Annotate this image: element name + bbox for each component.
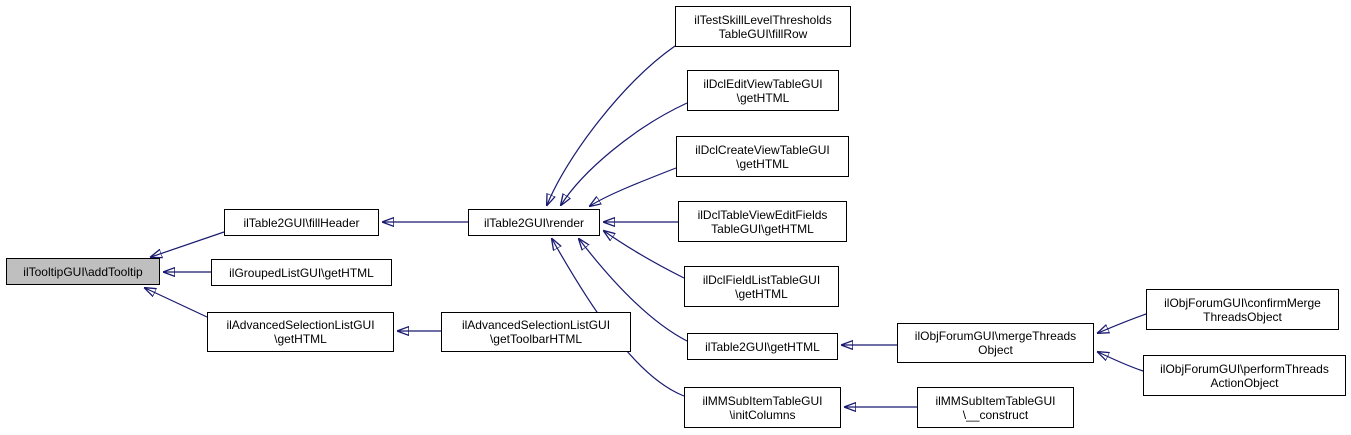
edge-performthreads-mergethreads (1098, 352, 1144, 372)
node-ilobjforumgui-performthreadsactionobject[interactable]: ilObjForumGUI\performThreads ActionObjec… (1143, 355, 1346, 396)
edge-table2gethtml-render (579, 239, 688, 342)
edge-dclfieldlist-render (604, 231, 685, 279)
node-ilmmsubitemtablegui-construct[interactable]: ilMMSubItemTableGUI \__construct (917, 387, 1074, 428)
node-iltable2gui-gethtml[interactable]: ilTable2GUI\getHTML (687, 333, 838, 360)
node-iltooltipgui-addtooltip: ilTooltipGUI\addTooltip (6, 258, 160, 285)
node-iladvancedselectionlistgui-gettoolbarhtml[interactable]: ilAdvancedSelectionListGUI \getToolbarHT… (441, 312, 631, 352)
node-ildcltablevieweditfieldstablegui-gethtml[interactable]: ilDclTableViewEditFields TableGUI\getHTM… (678, 201, 847, 242)
node-iltable2gui-fillheader[interactable]: ilTable2GUI\fillHeader (224, 209, 379, 236)
edge-confirmmerge-mergethreads (1098, 313, 1147, 333)
node-iltable2gui-render[interactable]: ilTable2GUI\render (468, 209, 600, 236)
node-iltestskilllevelthresholdstablegui-fillrow[interactable]: ilTestSkillLevelThresholds TableGUI\fill… (675, 6, 851, 47)
node-ilmmsubitemtablegui-initcolumns[interactable]: ilMMSubItemTableGUI \initColumns (684, 387, 841, 428)
edge-dclcreateview-render (590, 167, 677, 206)
node-ilobjforumgui-mergethreadsobject[interactable]: ilObjForumGUI\mergeThreads Object (897, 323, 1094, 363)
node-ildclcreateviewtablegui-gethtml[interactable]: ilDclCreateViewTableGUI \getHTML (676, 136, 849, 177)
node-iladvancedselectionlistgui-gethtml[interactable]: ilAdvancedSelectionListGUI \getHTML (207, 312, 394, 352)
node-ildclfieldlisttablegui-gethtml[interactable]: ilDclFieldListTableGUI \getHTML (684, 266, 839, 307)
edge-advselgethtml-addtooltip (145, 288, 208, 318)
node-ildcleditviewtablegui-gethtml[interactable]: ilDclEditViewTableGUI \getHTML (687, 70, 839, 111)
edge-dcleditview-render (561, 102, 688, 205)
edge-fillrow-render (547, 45, 676, 205)
edge-fillheader-addtooltip (151, 231, 225, 257)
node-ilgroupedlistgui-gethtml[interactable]: ilGroupedListGUI\getHTML (211, 259, 392, 286)
node-ilobjforumgui-confirmmergethreadsobject[interactable]: ilObjForumGUI\confirmMerge ThreadsObject (1146, 289, 1339, 330)
